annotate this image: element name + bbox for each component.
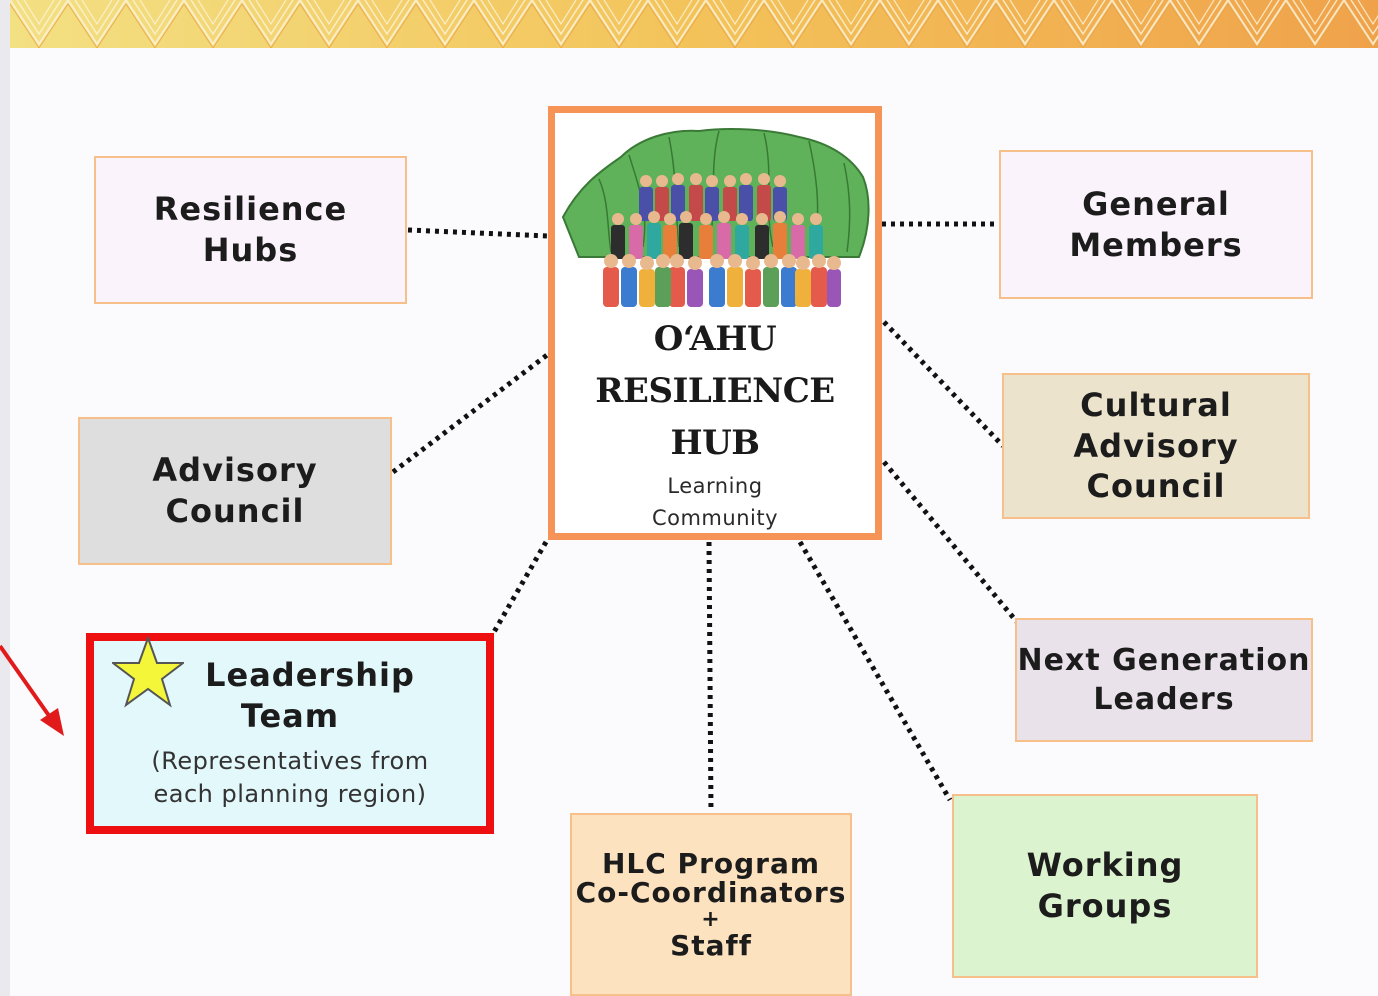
- connector-resilience-hubs: [407, 227, 549, 239]
- node-general-members: General Members: [999, 150, 1313, 299]
- node-working-groups: Working Groups: [952, 794, 1258, 978]
- connector-working: [797, 540, 953, 802]
- connector-cultural: [882, 320, 1005, 448]
- node-note: (Representatives from: [151, 746, 429, 775]
- node-label: +: [701, 906, 721, 932]
- node-label: General: [1082, 184, 1230, 223]
- node-label: Co-Coordinators: [575, 876, 847, 910]
- node-label: Working: [1026, 846, 1184, 885]
- node-label: Resilience: [153, 190, 348, 229]
- star-icon: [112, 636, 184, 708]
- node-next-generation-leaders: Next Generation Leaders: [1015, 618, 1313, 742]
- connector-advisory-council: [391, 350, 553, 474]
- node-label: Council: [165, 492, 305, 530]
- node-note: each planning region): [153, 780, 427, 809]
- hub-title-line1: O‘AHU: [653, 319, 777, 359]
- hub-subtitle-line2: Community: [651, 506, 779, 530]
- node-label: Staff: [670, 928, 752, 962]
- node-label: HLC Program: [601, 846, 821, 880]
- hub-title-line2: RESILIENCE: [595, 371, 835, 411]
- node-label: Cultural: [1080, 385, 1232, 424]
- node-advisory-council: Advisory Council: [78, 417, 392, 565]
- left-edge-strip: [0, 0, 10, 996]
- connector-hlc: [706, 541, 714, 813]
- node-label: Leadership: [205, 655, 415, 694]
- central-hub: O‘AHU RESILIENCE HUB Learning Community: [548, 106, 882, 540]
- node-label: Hubs: [202, 231, 299, 269]
- node-cultural-advisory-council: Cultural Advisory Council: [1002, 373, 1310, 519]
- node-label: Team: [240, 696, 340, 735]
- node-label: Groups: [1037, 887, 1173, 925]
- node-label: Advisory Council: [1073, 426, 1239, 506]
- connector-nextgen: [882, 460, 1019, 624]
- hub-subtitle-line1: Learning: [667, 474, 763, 498]
- crowd-figures: [603, 173, 841, 307]
- node-hlc-program: HLC Program Co-Coordinators + Staff: [570, 813, 852, 996]
- decorative-banner: [10, 0, 1378, 48]
- hub-title-line3: HUB: [670, 423, 760, 463]
- red-arrow-icon: [0, 644, 64, 736]
- node-label: Next Generation: [1017, 643, 1311, 678]
- node-resilience-hubs: Resilience Hubs: [94, 156, 407, 304]
- node-label: Advisory: [152, 451, 318, 490]
- connector-leadership: [491, 540, 549, 634]
- node-label: Members: [1069, 225, 1243, 264]
- node-label: Leaders: [1093, 682, 1235, 717]
- mountain-crowd-illustration: [561, 128, 870, 307]
